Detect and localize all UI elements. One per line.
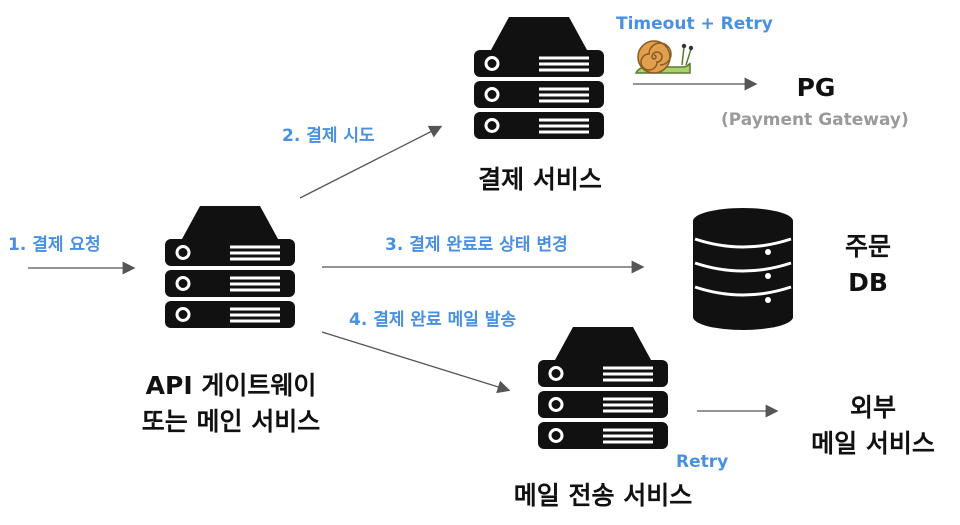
gateway-label: API 게이트웨이 또는 메인 서비스 xyxy=(100,368,362,440)
server-icon xyxy=(165,206,295,328)
order-db-label: 주문 DB xyxy=(826,229,910,301)
external-mail-line2: 메일 서비스 xyxy=(811,429,935,458)
step-3-label: 3. 결제 완료로 상태 변경 xyxy=(385,235,568,255)
arrow-to-mail xyxy=(321,331,511,394)
step-2-label: 2. 결제 시도 xyxy=(282,126,375,146)
order-db-line1: 주문 xyxy=(844,232,891,261)
pg-label: PG xyxy=(796,73,836,102)
pg-subtitle: (Payment Gateway) xyxy=(721,110,909,130)
database-icon xyxy=(693,208,793,330)
gateway-label-line2: 또는 메인 서비스 xyxy=(141,407,321,436)
timeout-retry-label: Timeout + Retry xyxy=(616,14,773,34)
order-db-line2: DB xyxy=(848,268,888,297)
mail-service-label: 메일 전송 서비스 xyxy=(513,481,693,510)
external-mail-line1: 외부 xyxy=(849,393,896,422)
gateway-label-line1: API 게이트웨이 xyxy=(145,371,317,400)
arrow-to-payment xyxy=(299,125,443,199)
external-mail-label: 외부 메일 서비스 xyxy=(786,390,960,462)
server-icon xyxy=(474,17,604,139)
step-4-label: 4. 결제 완료 메일 발송 xyxy=(349,310,517,330)
payment-service-label: 결제 서비스 xyxy=(478,165,602,194)
step-1-label: 1. 결제 요청 xyxy=(8,235,101,255)
retry-label: Retry xyxy=(676,452,729,472)
server-icon xyxy=(538,327,668,449)
snail-icon xyxy=(634,40,694,74)
